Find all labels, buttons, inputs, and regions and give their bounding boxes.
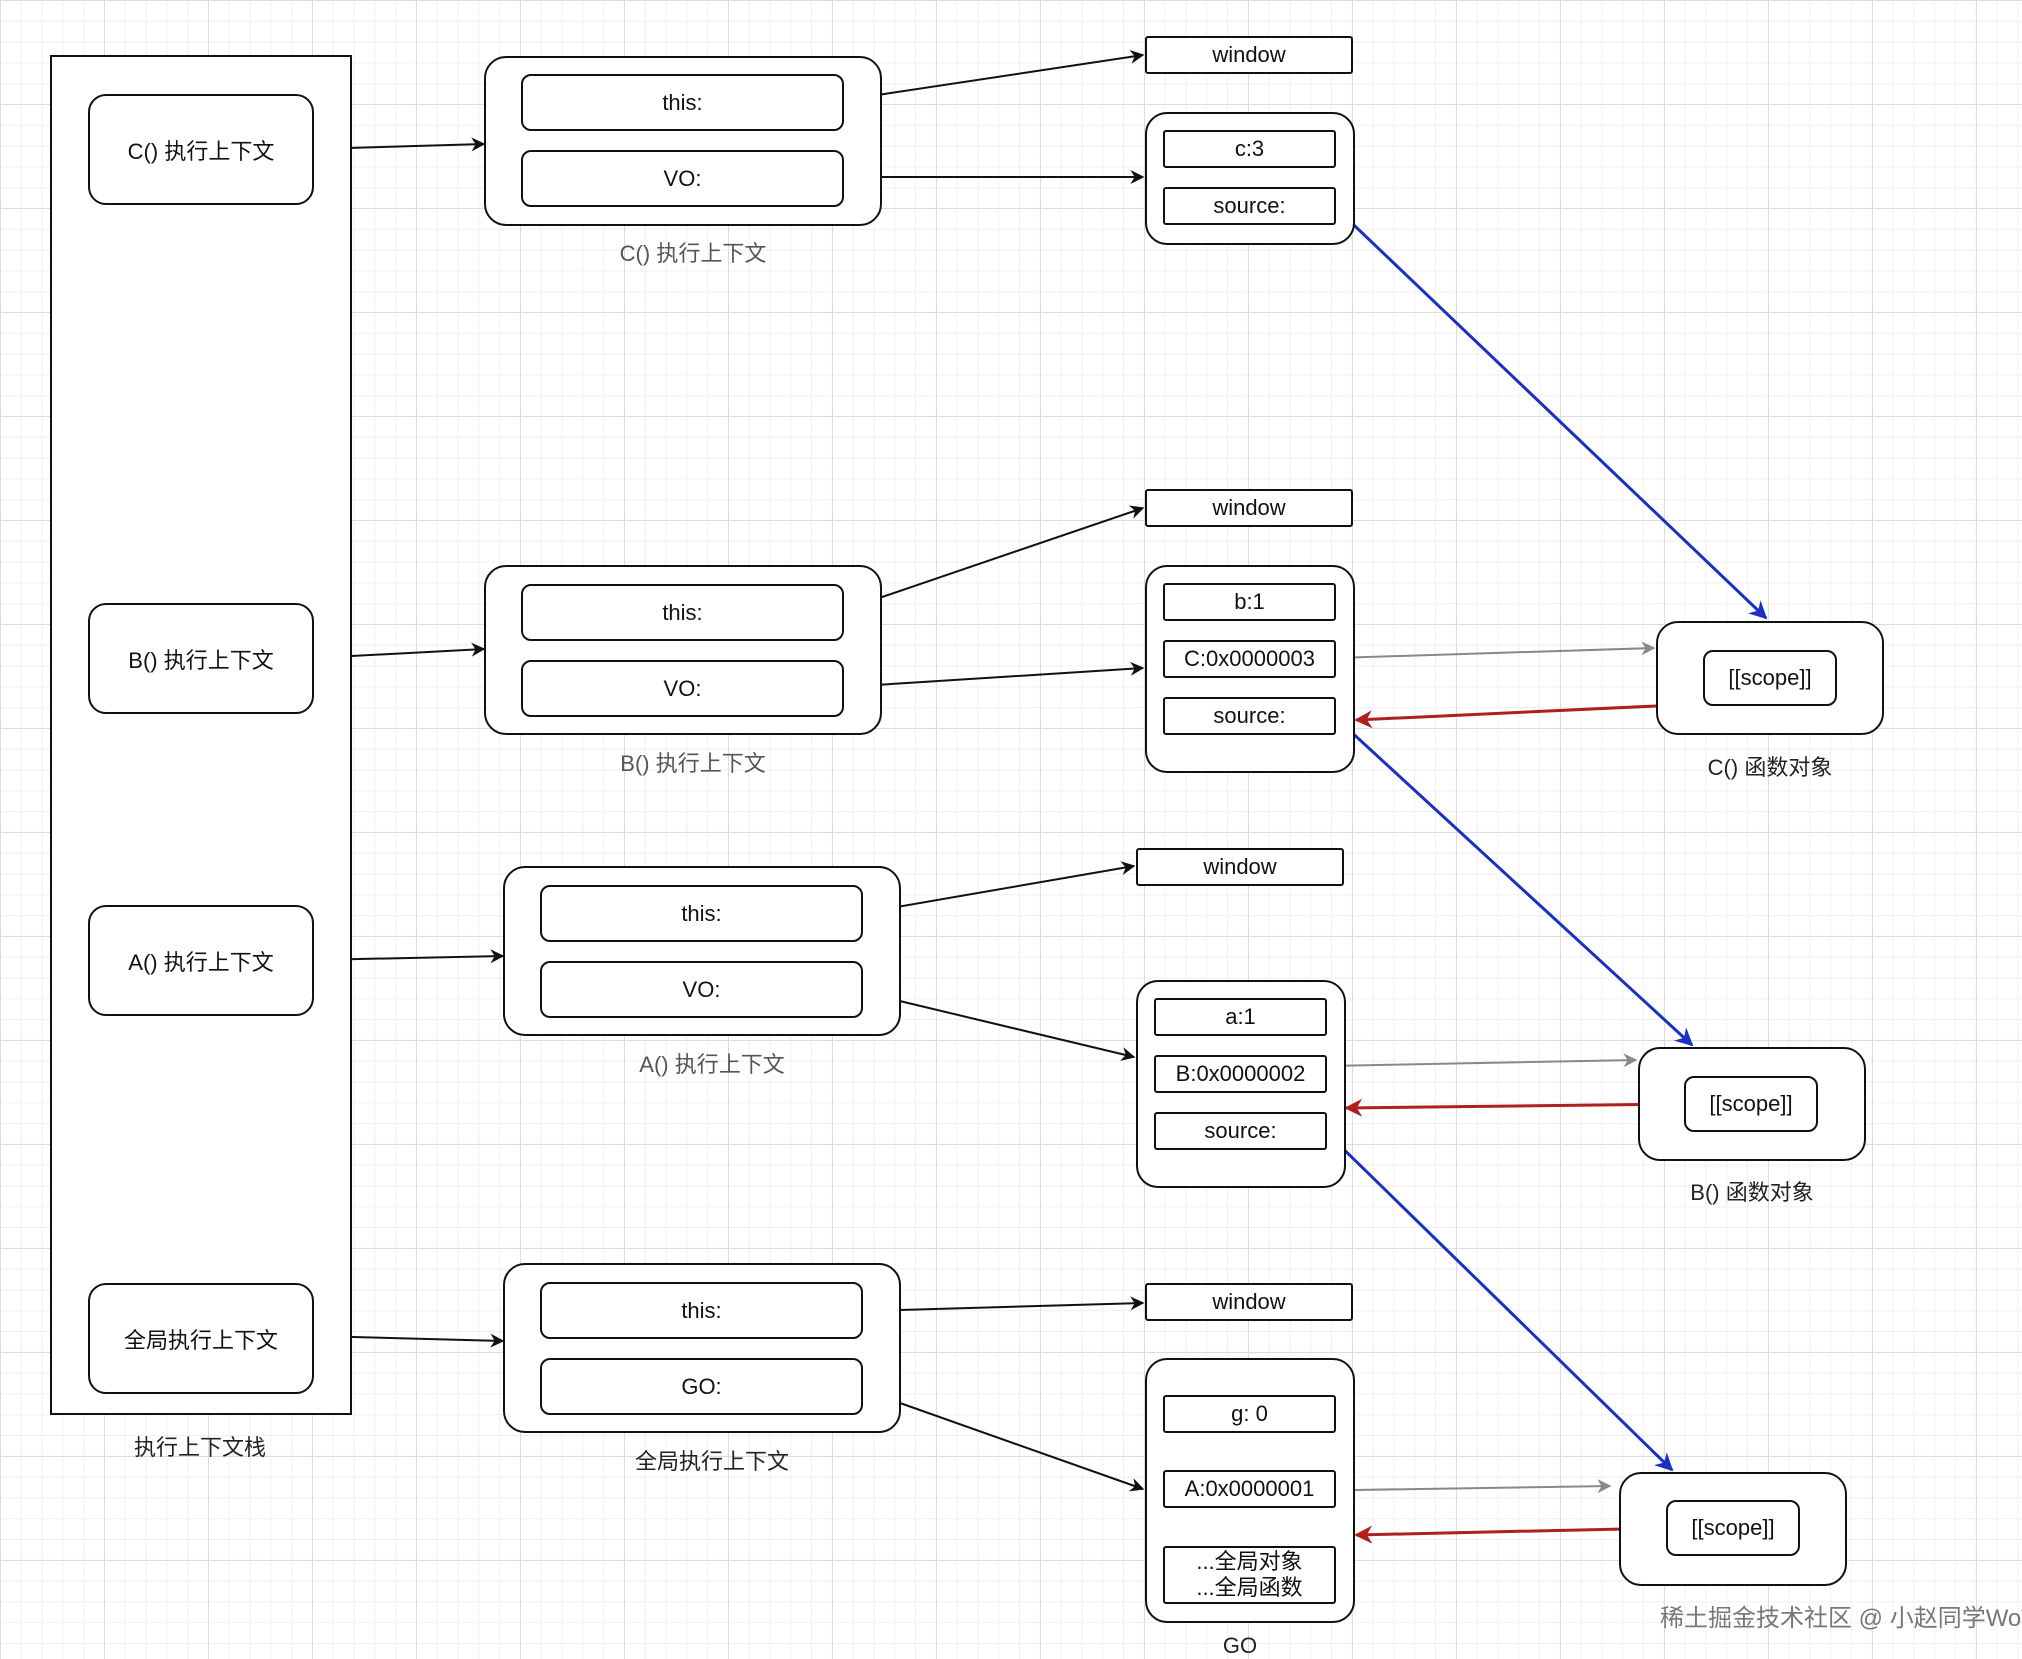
stack-item-c: C() 执行上下文	[88, 94, 314, 205]
arrow-c-this-to-window	[843, 49, 1145, 101]
stack-item-global: 全局执行上下文	[88, 1283, 314, 1394]
context-c-caption: C() 执行上下文	[619, 241, 767, 266]
arrow-cfunc-scope-to-bvo	[1354, 704, 1657, 729]
arrow-global-this-to-window	[899, 1296, 1145, 1311]
func-object-b-caption: B() 函数对象	[1690, 1180, 1814, 1205]
vo-b-var: b:1	[1163, 583, 1336, 621]
arrow-afunc-scope-to-go	[1354, 1525, 1667, 1544]
go-fn: A:0x0000001	[1163, 1470, 1336, 1508]
context-b-this: this:	[521, 584, 844, 641]
arrow-bptr-to-bfunc	[1325, 1053, 1638, 1068]
context-a-this: this:	[540, 885, 863, 942]
vo-b-source: source:	[1163, 697, 1336, 735]
context-c-this: this:	[521, 74, 844, 131]
func-object-b-scope: [[scope]]	[1684, 1076, 1818, 1132]
watermark: 稀土掘金技术社区 @ 小赵同学WoW	[1660, 1605, 2022, 1632]
vo-c-source: source:	[1163, 187, 1336, 225]
execution-context-stack	[50, 55, 352, 1415]
arrow-b-this-to-window	[843, 505, 1145, 611]
vo-b-fn: C:0x0000003	[1163, 640, 1336, 678]
arrow-b-source-to-bfunc	[1334, 716, 1694, 1047]
context-a-caption: A() 执行上下文	[639, 1052, 785, 1077]
arrow-a-this-to-window	[861, 861, 1136, 914]
stack-item-b: B() 执行上下文	[88, 603, 314, 714]
func-object-a	[1619, 1472, 1847, 1586]
context-global-this: this:	[540, 1282, 863, 1339]
arrow-aptr-to-afunc	[1353, 1479, 1612, 1494]
stack-item-a: A() 执行上下文	[88, 905, 314, 1016]
func-object-a-scope: [[scope]]	[1666, 1500, 1800, 1556]
context-a-vo: VO:	[540, 961, 863, 1018]
go-members-line2: ...全局函数	[1196, 1575, 1303, 1600]
arrow-a-vo-to-obj	[861, 991, 1136, 1061]
vo-a-source: source:	[1154, 1112, 1327, 1150]
vo-a-fn: B:0x0000002	[1154, 1055, 1327, 1093]
func-object-c-caption: C() 函数对象	[1707, 755, 1833, 780]
arrow-a-source-to-afunc	[1324, 1130, 1674, 1472]
window-box-global: window	[1145, 1283, 1353, 1321]
context-c-vo: VO:	[521, 150, 844, 207]
arrow-c-source-to-cfunc	[1334, 206, 1768, 620]
go-var: g: 0	[1163, 1395, 1336, 1433]
context-global-go: GO:	[540, 1358, 863, 1415]
func-object-c-scope: [[scope]]	[1703, 650, 1837, 706]
arrow-cptr-to-cfunc	[1335, 641, 1656, 659]
stack-caption: 执行上下文栈	[133, 1435, 266, 1460]
vo-a-var: a:1	[1154, 998, 1327, 1036]
go-caption: GO	[1222, 1633, 1258, 1658]
arrow-b-vo-to-obj	[843, 661, 1145, 688]
context-global-caption: 全局执行上下文	[634, 1449, 789, 1474]
go-members: ...全局对象 ...全局函数	[1163, 1546, 1336, 1604]
context-b-vo: VO:	[521, 660, 844, 717]
context-b-caption: B() 执行上下文	[620, 751, 766, 776]
window-box-a: window	[1136, 848, 1344, 886]
arrow-bfunc-scope-to-avo	[1344, 1098, 1685, 1117]
window-box-c: window	[1145, 36, 1353, 74]
vo-c-var: c:3	[1163, 130, 1336, 168]
window-box-b: window	[1145, 489, 1353, 527]
arrow-global-go-to-obj	[899, 1402, 1145, 1492]
go-members-line1: ...全局对象	[1196, 1549, 1303, 1574]
